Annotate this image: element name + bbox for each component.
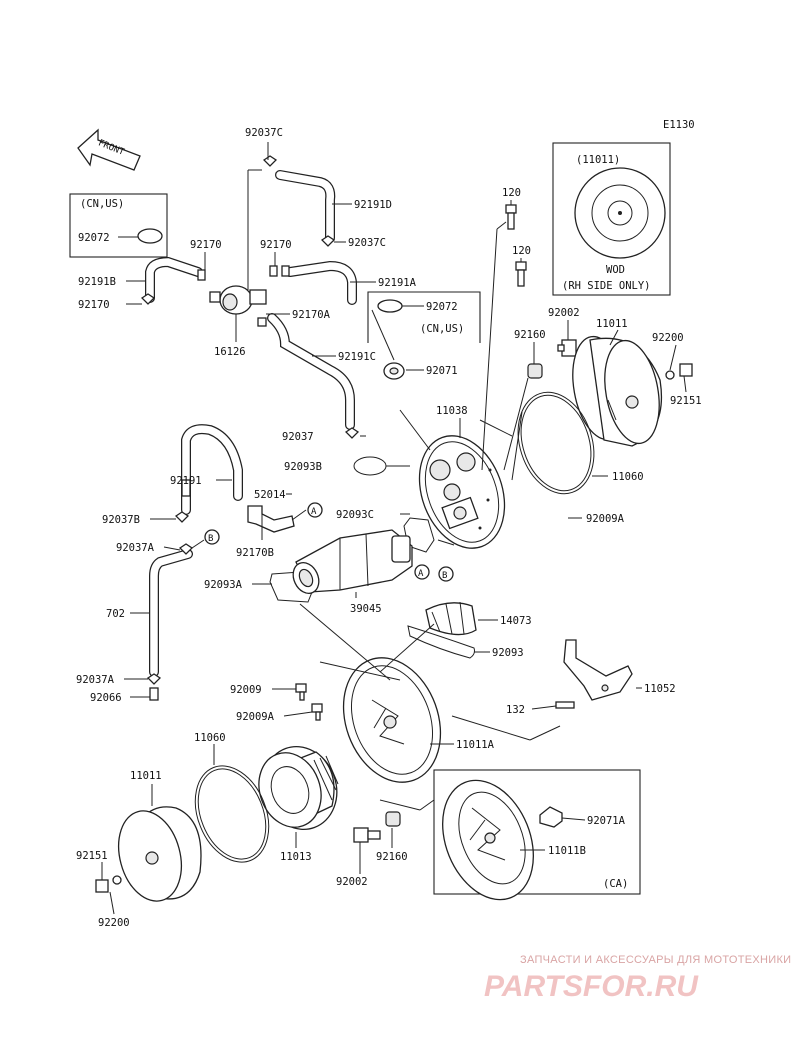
part-11060-a: 11060 [612, 471, 644, 483]
part-92071: 92071 [426, 365, 458, 377]
o-ring-11060-upper [517, 391, 595, 495]
part-11038: 11038 [436, 405, 468, 417]
air-cleaner-case-11038 [418, 435, 506, 549]
part-92002-a: 92002 [548, 307, 580, 319]
cn-us-box-top-label: (CN,US) [80, 198, 124, 210]
part-92037A-b: 92037A [76, 674, 115, 686]
o-ring-11060-lower [194, 765, 270, 863]
part-16126: 16126 [214, 346, 246, 358]
part-92093C: 92093C [336, 509, 374, 521]
callout-a-1-label: A [311, 507, 317, 517]
part-92037: 92037 [282, 431, 314, 443]
air-duct-39045 [292, 529, 413, 595]
grommet-92071 [383, 362, 405, 380]
part-labels: 92037C 92191D 92037C 92170 92170 92191B … [76, 127, 702, 929]
bolt-92002-lower [353, 811, 401, 843]
part-11011-a: 11011 [596, 318, 628, 330]
ca-box-label: (CA) [603, 878, 628, 890]
part-92170-c: 92170 [78, 299, 110, 311]
air-filter-cover-lower [95, 806, 202, 902]
part-92009A-a: 92009A [586, 513, 625, 525]
part-92002-b: 92002 [336, 876, 368, 888]
filter-element-11013 [258, 746, 339, 830]
part-92071A: 92071A [587, 815, 626, 827]
part-92009A-b: 92009A [236, 711, 275, 723]
part-92160-b: 92160 [376, 851, 408, 863]
part-92093: 92093 [492, 647, 524, 659]
callout-a-2-label: A [418, 569, 424, 579]
part-11011-b: 11011 [130, 770, 162, 782]
part-92160-a: 92160 [514, 329, 546, 341]
part-92037B: 92037B [102, 514, 140, 526]
part-92037C-b: 92037C [348, 237, 386, 249]
part-92191D: 92191D [354, 199, 392, 211]
part-11011A: 11011A [456, 739, 495, 751]
watermark-brand: PARTSFOR.RU [484, 970, 699, 1003]
bracket-11052 [555, 639, 633, 709]
callout-a-2: A [414, 564, 430, 580]
watermark-tagline: ЗАПЧАСТИ И АКСЕССУАРЫ ДЛЯ МОТОТЕХНИКИ [520, 954, 791, 966]
part-702: 702 [106, 608, 125, 620]
part-92200-b: 92200 [98, 917, 130, 929]
rh-side-only-box: (11011) WOD (RH SIDE ONLY) [552, 142, 671, 296]
part-92151-b: 92151 [76, 850, 108, 862]
part-120-a: 120 [502, 187, 521, 199]
part-92200-a: 92200 [652, 332, 684, 344]
part-92037C-a: 92037C [245, 127, 283, 139]
rh-side-ref-label: (11011) [576, 154, 620, 166]
part-92072-b: 92072 [426, 301, 458, 313]
part-92170B: 92170B [236, 547, 274, 559]
air-filter-cover-upper [572, 335, 693, 447]
part-14073: 14073 [500, 615, 532, 627]
part-132: 132 [506, 704, 525, 716]
clamps-upper [140, 155, 360, 701]
rh-side-l2: (RH SIDE ONLY) [562, 280, 651, 292]
part-92037A: 92037A [116, 542, 155, 554]
leader-lines [101, 142, 687, 915]
part-92191A: 92191A [378, 277, 417, 289]
cn-us-box-top: (CN,US) 92072 [69, 193, 168, 258]
part-92170A: 92170A [292, 309, 331, 321]
part-11013: 11013 [280, 851, 312, 863]
part-39045: 39045 [350, 603, 382, 615]
part-92191C: 92191C [338, 351, 376, 363]
part-92093B: 92093B [284, 461, 322, 473]
diagram-code: E1130 [663, 119, 695, 131]
part-92072-a: 92072 [78, 232, 110, 244]
callout-a-1: A [307, 502, 323, 518]
front-direction-arrow: FRONT [77, 128, 141, 171]
air-cleaner-housing-11011A [295, 657, 442, 783]
breather-hoses [145, 170, 357, 677]
callout-b-2-label: B [442, 571, 447, 581]
cn-us-box-mid-label: (CN,US) [420, 323, 464, 335]
part-11052: 11052 [644, 683, 676, 695]
callout-b-1-label: B [208, 534, 213, 544]
part-52014: 52014 [254, 489, 286, 501]
intake-duct-14073 [425, 601, 477, 636]
part-11060-b: 11060 [194, 732, 226, 744]
part-92170-b: 92170 [260, 239, 292, 251]
part-92191: 92191 [170, 475, 202, 487]
watermark: ЗАПЧАСТИ И АКСЕССУАРЫ ДЛЯ МОТОТЕХНИКИ PA… [484, 954, 791, 1003]
callout-b-2: B [438, 566, 454, 582]
rh-side-l1: WOD [606, 264, 625, 276]
callout-b-1: B [204, 529, 220, 545]
part-92151-a: 92151 [670, 395, 702, 407]
part-92093A: 92093A [204, 579, 243, 591]
part-92066: 92066 [90, 692, 122, 704]
part-11011B: 11011B [548, 845, 586, 857]
ca-box: (CA) 92071A 11011B [433, 769, 641, 901]
bolt-92002-upper [527, 339, 577, 379]
valve-16126 [209, 285, 267, 315]
part-92191B: 92191B [78, 276, 116, 288]
cn-us-box-mid: 92072 (CN,US) [367, 291, 481, 343]
part-120-b: 120 [512, 245, 531, 257]
part-92009: 92009 [230, 684, 262, 696]
part-92170-a: 92170 [190, 239, 222, 251]
